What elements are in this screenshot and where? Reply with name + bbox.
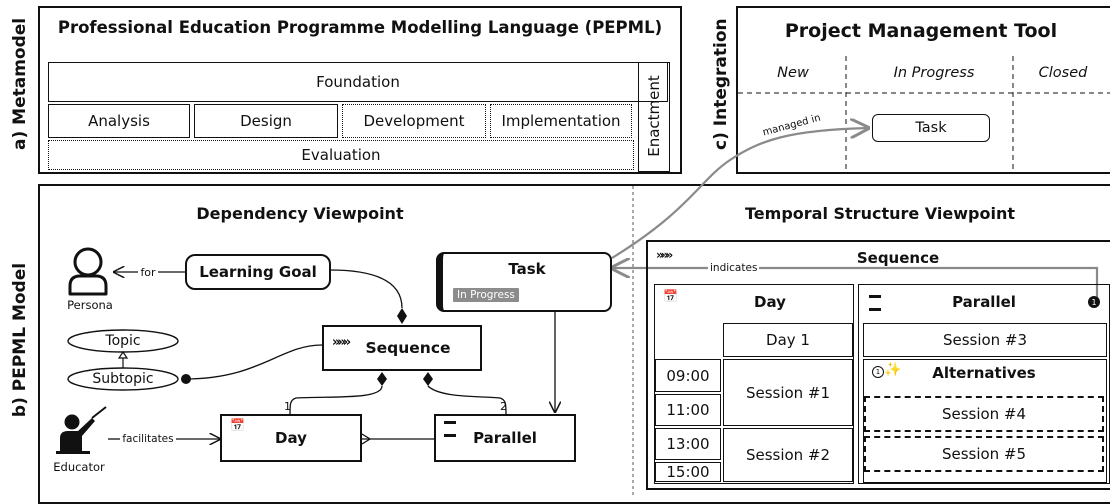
task-node-label: Task: [508, 260, 546, 278]
temporal-parallel-icon: [869, 295, 881, 311]
foundation-box: Foundation: [48, 62, 668, 102]
calendar-icon: 📅: [230, 418, 245, 432]
time-0900: 09:00: [655, 359, 721, 392]
for-label: for: [138, 264, 158, 280]
integration-title: Project Management Tool: [784, 20, 1058, 42]
managed-in-connector: [611, 128, 868, 259]
alternatives-icon: ✨: [884, 362, 902, 378]
temporal-sequence-label: Sequence: [856, 249, 940, 267]
implementation-box: Implementation: [490, 104, 632, 138]
temporal-day-box: 📅 Day Day 1 09:00 11:00 13:00 15:00 Sess…: [654, 284, 854, 484]
session2-cell[interactable]: Session #2: [723, 428, 853, 482]
session5-cell[interactable]: Session #5: [864, 436, 1104, 472]
alternatives-box: 1 ✨ Alternatives Session #4 Session #5: [863, 359, 1107, 483]
goal-sequence-diamond: [397, 308, 407, 324]
topic-generalization-arrow: [117, 350, 129, 359]
column-in-progress: In Progress: [893, 65, 975, 81]
parallel-icon: [444, 421, 456, 437]
temporal-parallel-box: Parallel 1 Session #3 1 ✨ Alternatives S…: [858, 284, 1110, 484]
temporal-viewpoint-title: Temporal Structure Viewpoint: [745, 203, 1015, 223]
educator-icon: [56, 406, 107, 454]
persona-label: Persona: [67, 298, 113, 312]
day1-header: Day 1: [723, 323, 853, 357]
column-new: New: [777, 65, 809, 81]
time-1100: 11:00: [655, 394, 721, 426]
task-node[interactable]: Task In Progress: [436, 252, 612, 312]
subtopic-sequence-connector: [184, 344, 323, 380]
parallel-node[interactable]: Parallel: [434, 414, 576, 462]
pm-task-card[interactable]: Task: [872, 114, 990, 142]
session1-cell[interactable]: Session #1: [723, 359, 853, 426]
goal-sequence-connector: [329, 269, 403, 309]
evaluation-box: Evaluation: [48, 140, 634, 170]
column-closed: Closed: [1038, 65, 1088, 81]
sequence-day-connector: [289, 385, 383, 415]
subtopic-label: Subtopic: [92, 371, 154, 387]
session3-cell[interactable]: Session #3: [863, 323, 1107, 357]
topic-label: Topic: [105, 333, 141, 349]
educator-label: Educator: [53, 460, 105, 474]
temporal-sequence-icon: »»»: [656, 248, 673, 262]
subtopic-sequence-dot: [181, 374, 191, 384]
enactment-box: Enactment: [638, 62, 670, 172]
dependency-viewpoint-title: Dependency Viewpoint: [196, 203, 404, 223]
analysis-box: Analysis: [48, 104, 190, 138]
mult-1-label: 1: [284, 400, 291, 413]
indicates-connector: [612, 268, 1099, 302]
sequence-node[interactable]: »»» Sequence: [322, 325, 482, 371]
temporal-sequence-box: »»» Sequence indicates 📅 Day Day 1 09:00…: [646, 240, 1110, 490]
sequence-day-diamond: [377, 372, 387, 386]
task-status-badge: In Progress: [453, 288, 519, 302]
indicator-badge: 1: [1088, 296, 1100, 308]
sequence-node-label: Sequence: [365, 339, 451, 357]
indicates-label: indicates: [708, 262, 760, 274]
mult-2-label: 2: [500, 400, 507, 413]
facilitates-label: facilitates: [122, 433, 174, 445]
parallel-node-label: Parallel: [473, 429, 537, 447]
time-1500: 15:00: [655, 462, 721, 482]
metamodel-title: Professional Education Programme Modelli…: [57, 17, 663, 37]
metamodel-panel: Professional Education Programme Modelli…: [38, 6, 682, 174]
day-parallel-chevron: [361, 433, 372, 445]
design-box: Design: [194, 104, 338, 138]
temporal-calendar-icon: 📅: [663, 289, 678, 303]
sequence-parallel-diamond: [423, 372, 433, 386]
alternatives-label: Alternatives: [932, 364, 1036, 382]
temporal-parallel-label: Parallel: [952, 293, 1016, 311]
learning-goal-node[interactable]: Learning Goal: [185, 254, 331, 290]
session4-cell[interactable]: Session #4: [864, 396, 1104, 432]
sequence-icon: »»»: [332, 335, 351, 350]
alternatives-badge: 1: [872, 366, 884, 378]
day-node-label: Day: [275, 429, 307, 447]
day-node[interactable]: 📅 Day: [220, 414, 362, 462]
temporal-day-label: Day: [754, 293, 786, 311]
development-box: Development: [342, 104, 486, 138]
sequence-parallel-connector: [427, 385, 507, 415]
integration-panel: Project Management Tool New In Progress …: [736, 6, 1110, 174]
time-1300: 13:00: [655, 428, 721, 460]
persona-icon: [68, 247, 108, 296]
